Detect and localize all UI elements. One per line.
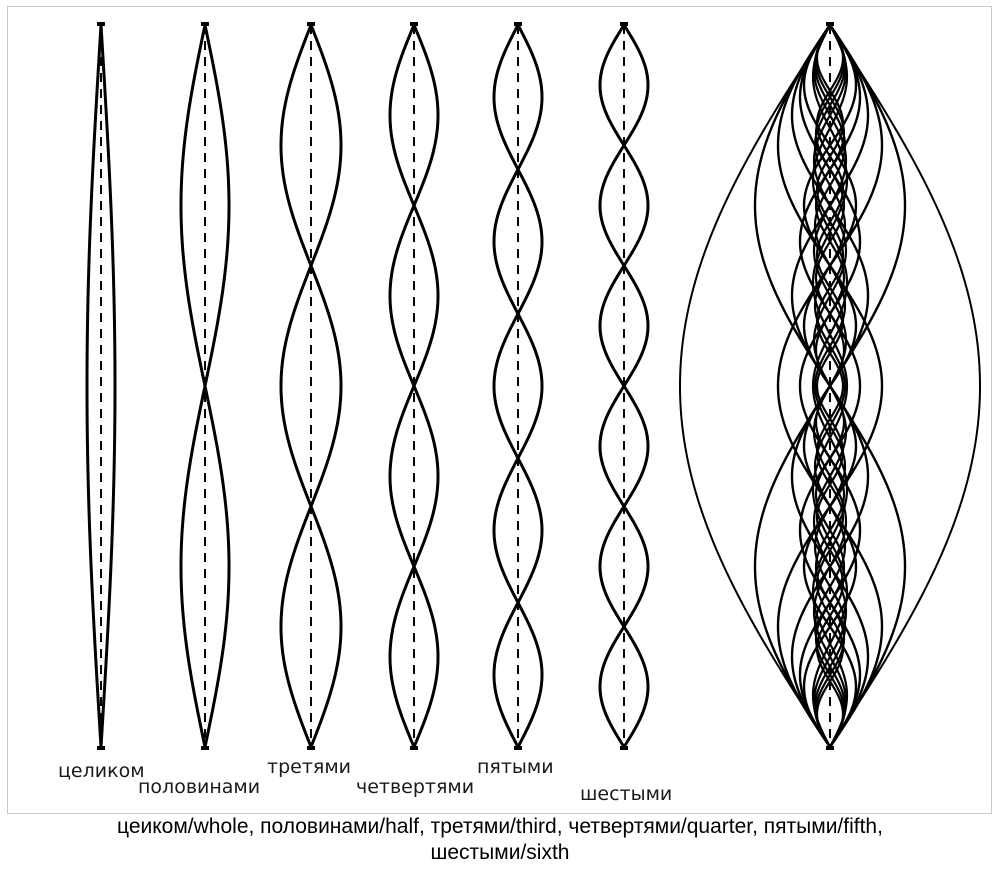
string-6-bottom-peg <box>620 746 628 750</box>
figure-caption: цеиком/whole, половинами/half, третями/t… <box>0 814 1000 866</box>
string-3-top-peg <box>307 22 315 26</box>
label-sixth: шестыми <box>580 783 672 805</box>
string-3-bottom-peg <box>307 746 315 750</box>
vibration-envelope-left <box>87 25 101 747</box>
label-third: третями <box>267 756 351 778</box>
superposition-bottom-peg <box>826 746 834 750</box>
string-mode-2 <box>181 22 229 750</box>
string-mode-4 <box>390 22 438 750</box>
superposition-top-peg <box>826 22 834 26</box>
string-2-top-peg <box>201 22 209 26</box>
vibration-envelope-right <box>101 25 115 747</box>
strings-layer <box>87 22 648 750</box>
caption-line-2: шестыми/sixth <box>0 840 1000 866</box>
label-fifth: пятыми <box>477 756 554 778</box>
caption-line-1: цеиком/whole, половинами/half, третями/t… <box>0 814 1000 840</box>
label-whole: целиком <box>58 760 145 782</box>
string-5-bottom-peg <box>514 746 522 750</box>
string-4-bottom-peg <box>410 746 418 750</box>
string-2-bottom-peg <box>201 746 209 750</box>
string-5-top-peg <box>514 22 522 26</box>
string-1-bottom-peg <box>97 746 105 750</box>
string-1-top-peg <box>97 22 105 26</box>
string-mode-5 <box>494 22 542 750</box>
string-4-top-peg <box>410 22 418 26</box>
string-mode-6 <box>600 22 648 750</box>
label-half: половинами <box>138 776 260 798</box>
superposition-string <box>680 22 980 750</box>
string-mode-1 <box>87 22 115 750</box>
label-quarter: четвертями <box>356 776 474 798</box>
string-6-top-peg <box>620 22 628 26</box>
string-mode-3 <box>281 22 341 750</box>
labels-layer: целиком половинами третями четвертями пя… <box>58 756 672 805</box>
